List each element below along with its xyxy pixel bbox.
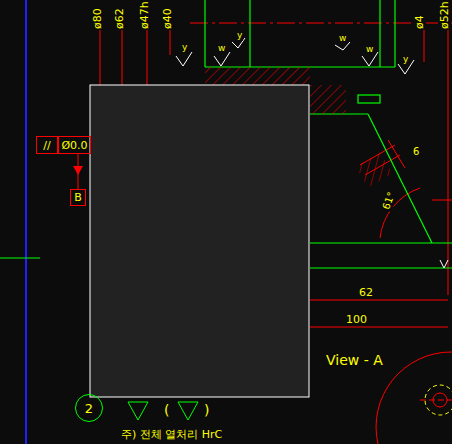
drawing-label: 주) 전체 열처리 HrC — [120, 428, 223, 441]
node-text: Ø0.0 — [61, 139, 87, 152]
drawing-label: View - A — [325, 352, 384, 368]
tolerance-cell: B — [70, 189, 86, 206]
drawing-label: 100 — [345, 313, 368, 326]
node-text: 2 — [85, 401, 93, 416]
drawing-label: ( — [163, 402, 170, 418]
drawing-label: 62 — [358, 286, 374, 299]
drawing-label: w — [365, 44, 374, 55]
datum-leader — [73, 154, 83, 189]
dimension-text: ø47h — [138, 0, 151, 30]
drawing-label: w — [338, 33, 347, 44]
drawing-label: 6 — [412, 146, 420, 158]
drawing-label: ) — [203, 402, 210, 418]
drawing-label: w — [217, 43, 226, 54]
node-text: B — [74, 191, 82, 204]
dimension-text: 61° — [380, 189, 398, 212]
tolerance-cell: Ø0.0 — [58, 136, 91, 154]
dimension-text: ø52h — [438, 0, 451, 30]
dimension-text: ø62 — [113, 7, 126, 30]
tolerance-cell: // — [36, 136, 58, 154]
dimension-text: ø40 — [161, 7, 174, 30]
drawing-label: y — [236, 30, 243, 41]
dimension-text: ø4 — [413, 14, 426, 30]
callout-circle: 2 — [75, 394, 103, 422]
drawing-label: y — [181, 42, 188, 53]
dimension-text: ø80 — [91, 7, 104, 30]
node-text: // — [43, 139, 50, 152]
drawing-label: y — [402, 54, 409, 65]
